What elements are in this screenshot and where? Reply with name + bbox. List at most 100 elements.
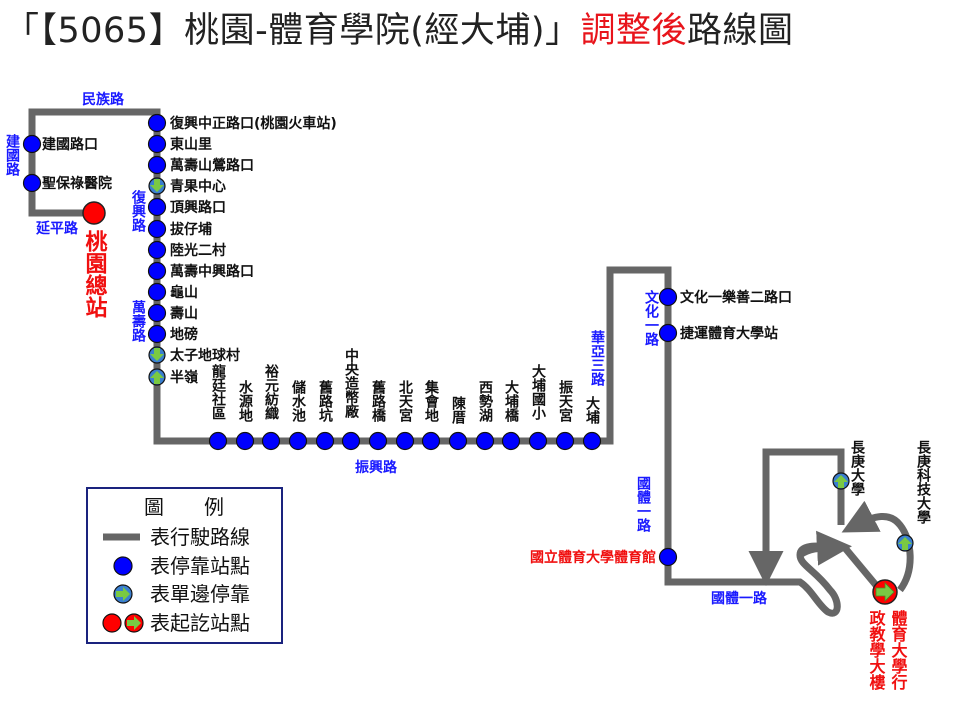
stop-label: 長庚大學	[849, 440, 865, 497]
stop-label: 長庚科技大學	[915, 440, 931, 525]
half-stop-marker[interactable]	[832, 472, 850, 490]
stop-label: 捷運體育大學站	[680, 325, 778, 342]
legend-stop-label: 表停靠站點	[150, 554, 250, 578]
arrow-down-icon	[150, 179, 164, 192]
stop-marker[interactable]	[658, 287, 678, 307]
road-label-jianguo: 建國路	[4, 133, 20, 176]
road-label-guoti1-vertical: 國體一路	[635, 476, 651, 532]
stop-marker[interactable]	[22, 173, 42, 193]
arrow-down-icon	[150, 348, 164, 361]
stop-marker[interactable]	[341, 431, 361, 451]
stop-label: 振天宮	[557, 379, 573, 423]
legend-terminal-swatch	[102, 613, 122, 633]
legend-terminal-arrow-swatch	[124, 613, 144, 633]
stop-label: 頂興路口	[170, 199, 226, 216]
stop-label: 建國路口	[42, 136, 98, 153]
stop-marker[interactable]	[147, 282, 167, 302]
title-prefix: 「【5065】桃園-體育學院(經大埔)」	[4, 11, 581, 51]
stop-label: 龜山	[170, 284, 198, 301]
stop-marker[interactable]	[235, 431, 255, 451]
stop-label: 聖保祿醫院	[42, 175, 112, 192]
stop-marker[interactable]	[147, 219, 167, 239]
half-stop-marker[interactable]	[896, 534, 914, 552]
arrow-up-icon	[898, 537, 912, 550]
stop-label: 太子地球村	[170, 347, 240, 364]
stop-label: 復興中正路口(桃園火車站)	[169, 115, 337, 132]
stop-marker[interactable]	[475, 431, 495, 451]
stop-label: 青果中心	[170, 178, 226, 195]
stop-label: 大埔橋	[503, 379, 519, 423]
stop-label: 集會地	[423, 379, 440, 423]
road-label-huaya3: 華亞三路	[589, 329, 605, 386]
stop-label: 儲水池	[290, 379, 307, 423]
half-stop-marker[interactable]	[148, 177, 166, 195]
road-label-minzu: 民族路	[82, 91, 125, 108]
title-suffix: 路線圖	[687, 11, 794, 51]
legend-half-stop-label: 表單邊停靠	[150, 582, 250, 606]
stop-label: 地磅	[170, 326, 198, 343]
stop-marker[interactable]	[147, 324, 167, 344]
legend-title: 圖 例	[144, 495, 224, 519]
stop-label: 文化一樂善二路口	[680, 289, 792, 306]
stop-marker[interactable]	[582, 431, 602, 451]
stop-marker[interactable]	[147, 240, 167, 260]
stop-marker[interactable]	[448, 431, 468, 451]
legend-stop-swatch	[113, 556, 133, 576]
stop-label: 西勢湖	[477, 380, 493, 423]
stop-label: 陸光二村	[170, 242, 226, 259]
half-stop-marker[interactable]	[148, 346, 166, 364]
stop-marker[interactable]	[288, 431, 308, 451]
stop-marker[interactable]	[658, 323, 678, 343]
stop-label: 舊路坑	[317, 379, 333, 423]
stop-marker[interactable]	[315, 431, 335, 451]
end-terminal-label-2: 政教學大樓	[867, 609, 886, 691]
stop-marker[interactable]	[528, 431, 548, 451]
legend-terminal-label: 表起訖站點	[150, 611, 250, 635]
stop-label: 東山里	[170, 136, 212, 153]
arrow-right-icon	[875, 582, 895, 602]
road-label-yanping: 延平路	[35, 220, 79, 237]
stop-marker[interactable]	[147, 134, 167, 154]
stop-marker[interactable]	[147, 261, 167, 281]
stop-label: 龍廷社區	[210, 363, 227, 420]
stop-marker[interactable]	[421, 431, 441, 451]
stop-marker[interactable]	[368, 431, 388, 451]
stop-marker[interactable]	[555, 431, 575, 451]
stop-marker[interactable]	[147, 303, 167, 323]
stop-marker[interactable]	[395, 431, 415, 451]
start-terminal-marker[interactable]	[82, 201, 106, 225]
stop-marker[interactable]	[147, 155, 167, 175]
stop-label: 萬壽中興路口	[170, 263, 254, 280]
stop-label: 半嶺	[170, 369, 199, 386]
stop-marker[interactable]	[147, 113, 167, 133]
stop-label: 裕元紡織	[263, 363, 280, 421]
stop-label: 舊路橋	[370, 379, 386, 423]
stop-label: 水源地	[237, 379, 253, 423]
legend-route-label: 表行駛路線	[150, 525, 250, 549]
stop-marker[interactable]	[658, 547, 678, 567]
stop-label: 大埔國小	[530, 363, 546, 421]
stop-label: 萬壽山鶯路口	[170, 157, 254, 174]
stop-label: 壽山	[170, 305, 198, 322]
route-line-to-terminal	[842, 545, 883, 593]
route-line-campus-return	[841, 500, 914, 593]
road-label-guoti1: 國體一路	[711, 590, 768, 607]
stop-marker[interactable]	[22, 134, 42, 154]
road-label-wenhua1: 文化一路	[643, 289, 659, 346]
arrow-up-icon	[834, 475, 848, 488]
stop-label: 國立體育大學體育館	[530, 549, 656, 566]
stops-layer: 建國路口聖保祿醫院復興中正路口(桃園火車站)東山里萬壽山鶯路口青果中心頂興路口拔…	[22, 113, 931, 567]
stop-marker[interactable]	[147, 197, 167, 217]
stop-marker[interactable]	[501, 431, 521, 451]
road-label-zhenxing: 振興路	[355, 459, 398, 476]
end-terminal-marker[interactable]	[872, 579, 898, 605]
road-label-fuxing: 復興路	[130, 189, 147, 232]
legend: 圖 例 表行駛路線 表停靠站點 表單邊停靠 表起訖站點	[86, 487, 283, 644]
road-label-wanshou: 萬壽路	[130, 299, 146, 342]
stop-marker[interactable]	[261, 431, 281, 451]
arrow-up-icon	[150, 371, 164, 384]
half-stop-marker[interactable]	[148, 368, 166, 386]
page-title: 「【5065】桃園-體育學院(經大埔)」調整後路線圖	[4, 2, 794, 53]
stop-marker[interactable]	[208, 431, 228, 451]
